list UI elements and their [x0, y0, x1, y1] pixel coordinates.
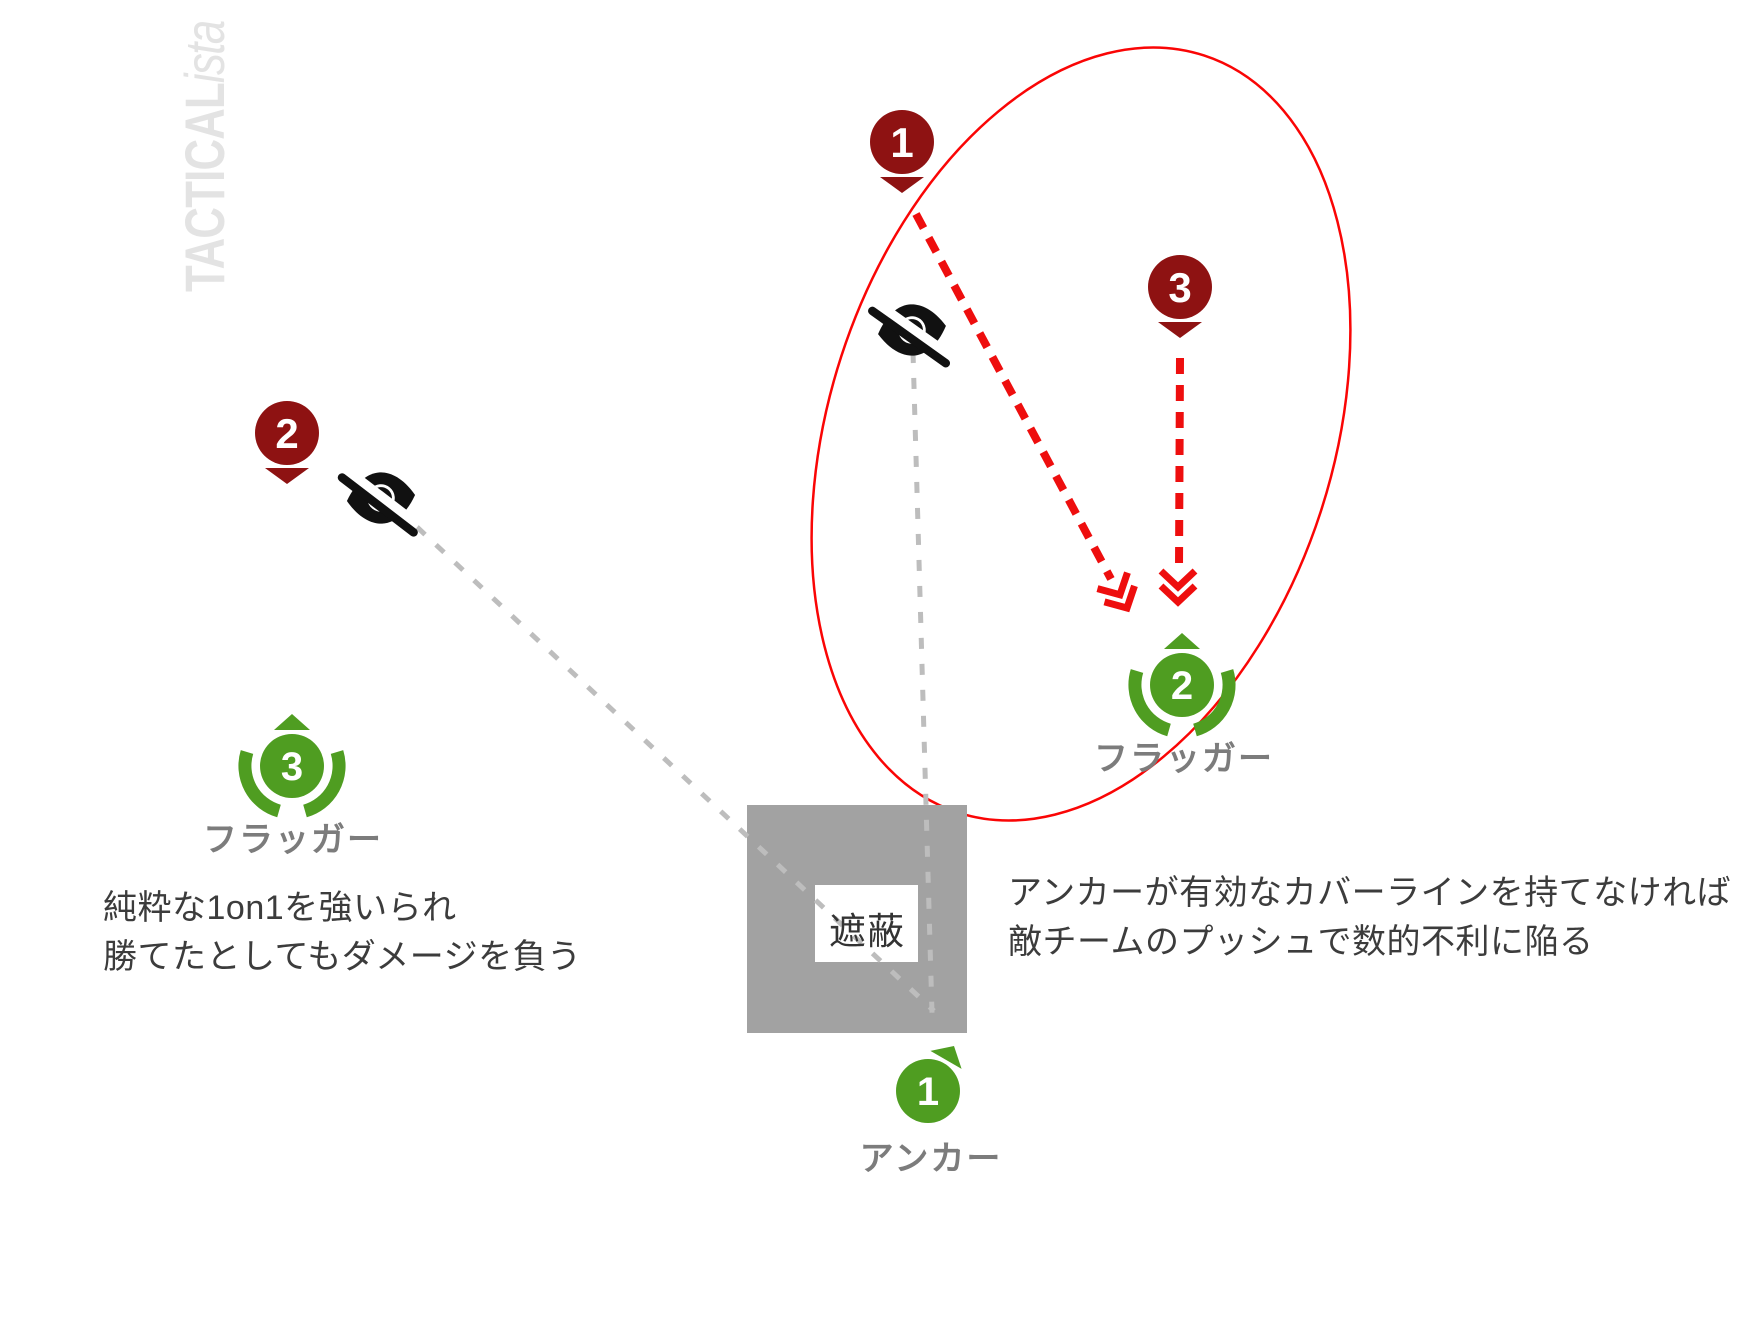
friendly-marker-2[interactable]: 2 — [1128, 633, 1236, 737]
note-left-line1: 純粋な1on1を強いられ — [103, 889, 457, 927]
cover-label-box — [815, 885, 918, 962]
note-right[interactable]: アンカーが有効なカバーラインを持てなければ 敵チームのプッシュで数的不利に陥る — [1008, 869, 1731, 967]
eye-slash-icon-right[interactable] — [868, 297, 954, 372]
friendly-marker-3-number: 3 — [281, 745, 303, 789]
enemy-marker-3[interactable]: 3 — [1148, 255, 1212, 338]
enemy-marker-1-number: 1 — [890, 119, 913, 166]
enemy-marker-2-number: 2 — [275, 410, 298, 457]
enemy-marker-3-number: 3 — [1168, 264, 1191, 311]
note-left[interactable]: 純粋な1on1を強いられ 勝てたとしてもダメージを負う — [103, 884, 582, 982]
push-arrow-enemy3[interactable] — [1158, 357, 1198, 607]
friendly-marker-1-number: 1 — [917, 1070, 939, 1114]
note-right-line2: 敵チームのプッシュで数的不利に陥る — [1008, 923, 1594, 961]
eye-slash-icon-left[interactable] — [337, 466, 422, 538]
note-right-line1: アンカーが有効なカバーラインを持てなければ — [1008, 874, 1732, 912]
friendly-marker-3-label[interactable]: フラッガー — [203, 821, 383, 859]
cover-label[interactable]: 遮蔽 — [829, 911, 905, 952]
friendly-marker-3[interactable]: 3 — [238, 714, 346, 818]
threat-zone-ellipse[interactable] — [718, 0, 1443, 890]
enemy-marker-2[interactable]: 2 — [255, 401, 319, 484]
push-arrow-enemy1[interactable] — [912, 212, 1142, 616]
enemy-marker-1[interactable]: 1 — [870, 110, 934, 193]
friendly-marker-2-label[interactable]: フラッガー — [1094, 740, 1274, 778]
note-left-line2: 勝てたとしてもダメージを負う — [103, 938, 582, 976]
friendly-marker-2-number: 2 — [1171, 664, 1193, 708]
sight-line-right[interactable] — [910, 351, 935, 1014]
friendly-marker-1[interactable]: 1 — [896, 1037, 970, 1123]
friendly-marker-1-label[interactable]: アンカー — [859, 1140, 1003, 1178]
